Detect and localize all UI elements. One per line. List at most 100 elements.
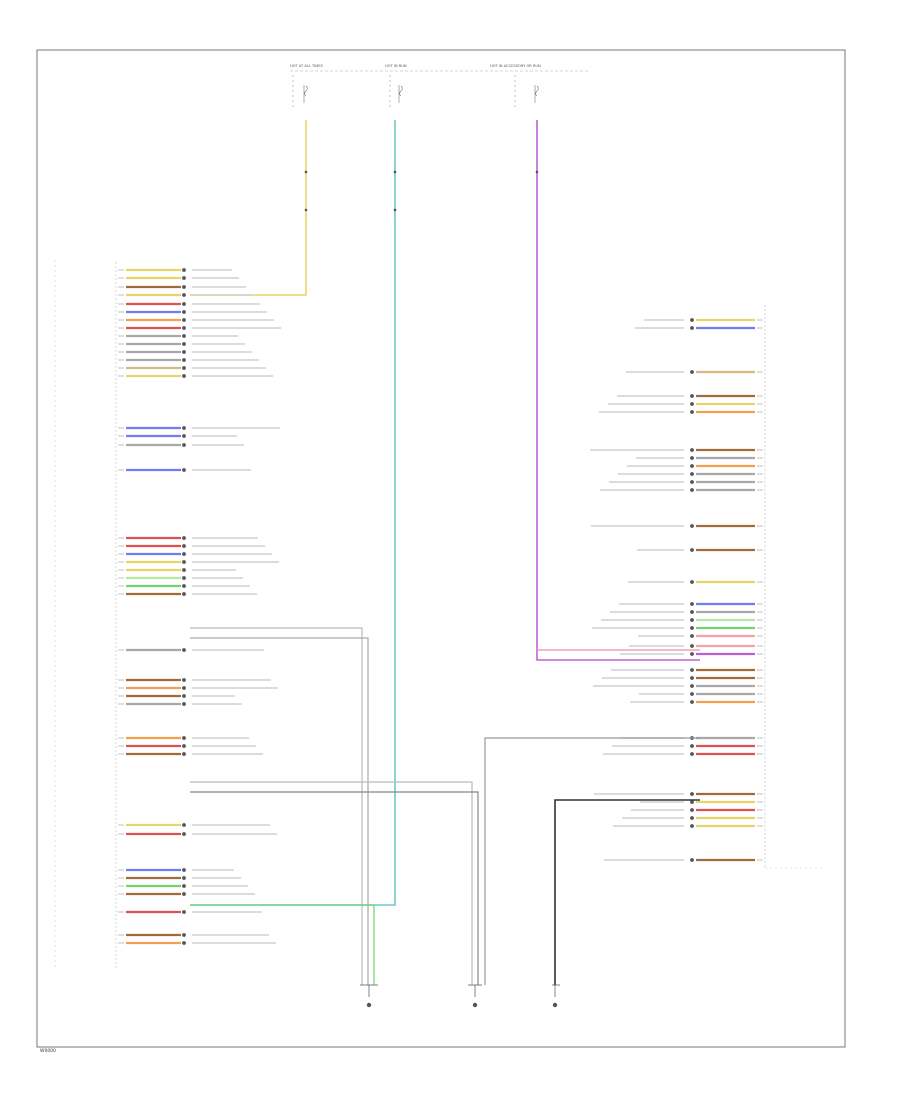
left-pin-34 (118, 752, 263, 756)
left-pin-36 (118, 832, 277, 836)
left-pin-6 (118, 310, 267, 314)
fuse-2-header: HOT IN RUN (385, 64, 407, 68)
left-pin-11 (118, 350, 252, 354)
left-pin-5 (118, 302, 260, 306)
left-pin-41 (118, 910, 262, 914)
right-pin-14 (637, 548, 763, 552)
left-pin-3 (118, 285, 246, 289)
right-pin-16 (619, 602, 763, 606)
left-pin-7 (118, 318, 274, 322)
right-pin-4 (617, 394, 763, 398)
right-pin-11 (609, 480, 763, 484)
right-pin-36 (604, 858, 763, 862)
right-pin-27 (630, 700, 763, 704)
fuse-1-header: HOT AT ALL TIMES (290, 64, 324, 68)
right-pin-2 (635, 326, 763, 330)
left-pin-43 (118, 941, 276, 945)
right-pin-18 (601, 618, 763, 622)
ground-g1 (360, 984, 378, 1008)
left-pin-16 (118, 434, 237, 438)
left-pin-31 (118, 702, 242, 706)
left-pin-24 (118, 576, 243, 580)
right-pin-17 (610, 610, 763, 614)
left-pin-2 (118, 276, 239, 280)
right-pin-8 (636, 456, 763, 460)
feed-wire-1 (190, 120, 307, 296)
left-pin-38 (118, 876, 241, 880)
right-pin-35 (613, 824, 763, 828)
right-pin-24 (602, 676, 763, 680)
right-pin-29 (612, 744, 763, 748)
left-pin-12 (118, 358, 259, 362)
left-pin-1 (118, 268, 232, 272)
left-pin-32 (118, 736, 249, 740)
right-pin-1 (644, 318, 763, 322)
left-pin-4 (118, 293, 253, 297)
left-pin-23 (118, 568, 236, 572)
left-pin-26 (118, 592, 257, 596)
right-pin-6 (599, 410, 763, 414)
left-pin-10 (118, 342, 245, 346)
feed-wires (190, 120, 700, 906)
right-pin-12 (600, 488, 763, 492)
left-pin-9 (118, 334, 238, 338)
right-pin-9 (627, 464, 763, 468)
feed-wire-3 (536, 120, 700, 661)
left-pin-13 (118, 366, 266, 370)
left-pin-21 (118, 552, 272, 556)
page-frame (36, 49, 846, 1048)
fuse-3-header: HOT IN ACCESSORY OR RUN (490, 64, 541, 68)
right-pin-31 (594, 792, 763, 796)
right-pin-21 (629, 644, 763, 648)
left-pin-35 (118, 823, 270, 827)
ground-g3 (552, 984, 560, 1008)
ground-routes (190, 627, 700, 985)
right-pin-20 (638, 634, 763, 638)
right-pin-26 (639, 692, 763, 696)
fuse-group-2: HOT IN RUN (385, 64, 407, 108)
right-pin-22 (620, 652, 763, 656)
left-pin-14 (118, 374, 273, 378)
right-pin-rows (590, 318, 763, 862)
right-pin-23 (611, 668, 763, 672)
left-pin-33 (118, 744, 256, 748)
left-pin-8 (118, 326, 281, 330)
left-pin-30 (118, 694, 235, 698)
left-pin-18 (118, 468, 251, 472)
ground-g3-symbol (552, 1002, 558, 1008)
right-pin-7 (590, 448, 763, 452)
right-pin-5 (608, 402, 763, 406)
right-pin-10 (618, 472, 763, 476)
feed-wire-2 (190, 120, 396, 906)
ground-g2 (468, 984, 482, 1008)
left-pin-17 (118, 443, 244, 447)
right-pin-3 (626, 370, 763, 374)
right-pin-13 (591, 524, 763, 528)
right-pin-25 (593, 684, 763, 688)
ground-g1-symbol (366, 1002, 372, 1008)
right-pin-15 (628, 580, 763, 584)
left-pin-rows (118, 268, 281, 945)
left-pin-29 (118, 686, 278, 690)
right-pin-33 (631, 808, 763, 812)
left-pin-20 (118, 544, 265, 548)
left-pin-25 (118, 584, 250, 588)
right-pin-34 (622, 816, 763, 820)
left-pin-40 (118, 892, 255, 896)
left-pin-28 (118, 678, 271, 682)
left-pin-19 (118, 536, 258, 540)
left-pin-22 (118, 560, 279, 564)
footer-code: W0000 (40, 1048, 56, 1054)
right-connector (764, 305, 825, 869)
right-pin-19 (592, 626, 763, 630)
left-pin-15 (118, 426, 280, 430)
left-pin-27 (118, 648, 264, 652)
fuse-group-1: HOT AT ALL TIMES (290, 64, 590, 108)
left-pin-39 (118, 884, 248, 888)
ground-g2-symbol (472, 1002, 478, 1008)
left-pin-42 (118, 933, 269, 937)
left-pin-37 (118, 868, 234, 872)
left-connector (54, 260, 117, 968)
fuse-group-3: HOT IN ACCESSORY OR RUN (490, 64, 541, 108)
